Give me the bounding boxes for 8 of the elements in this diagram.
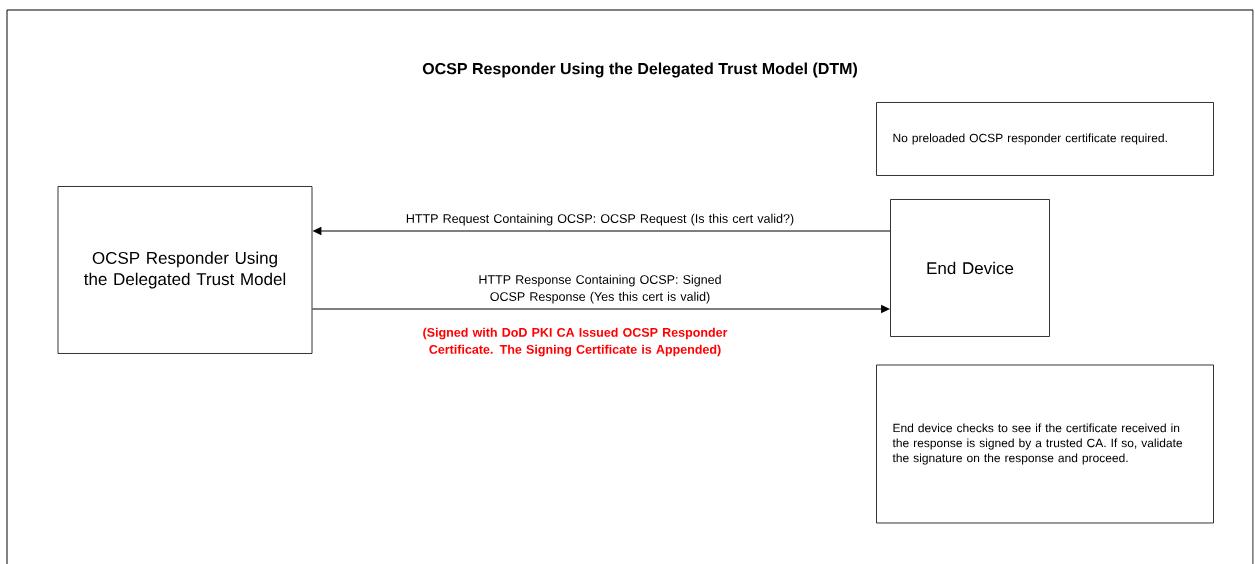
note-text: (Signed with DoD PKI CA Issued OCSP Responder Certificate. The Signing Certificate is Appended): [423, 327, 728, 357]
process-box: OCSP Responder Using the Delegated Trust Model: [57, 186, 313, 354]
edge-label: HTTP Request Containing OCSP: OCSP Request (Is this cert valid?): [406, 213, 794, 226]
title: OCSP Responder Using the Delegated Trust Model (DTM): [422, 62, 857, 78]
edge-label: HTTP Response Containing OCSP: Signed OCSP Response (Yes this cert is valid): [479, 274, 721, 304]
note-box: End device checks to see if the certificate received in the response is signed by a trusted CA. If so, validate the signature on the response and proceed.: [876, 364, 1214, 524]
device-box: End Device: [890, 199, 1050, 337]
note-box: No preloaded OCSP responder certificate required.: [876, 102, 1214, 176]
